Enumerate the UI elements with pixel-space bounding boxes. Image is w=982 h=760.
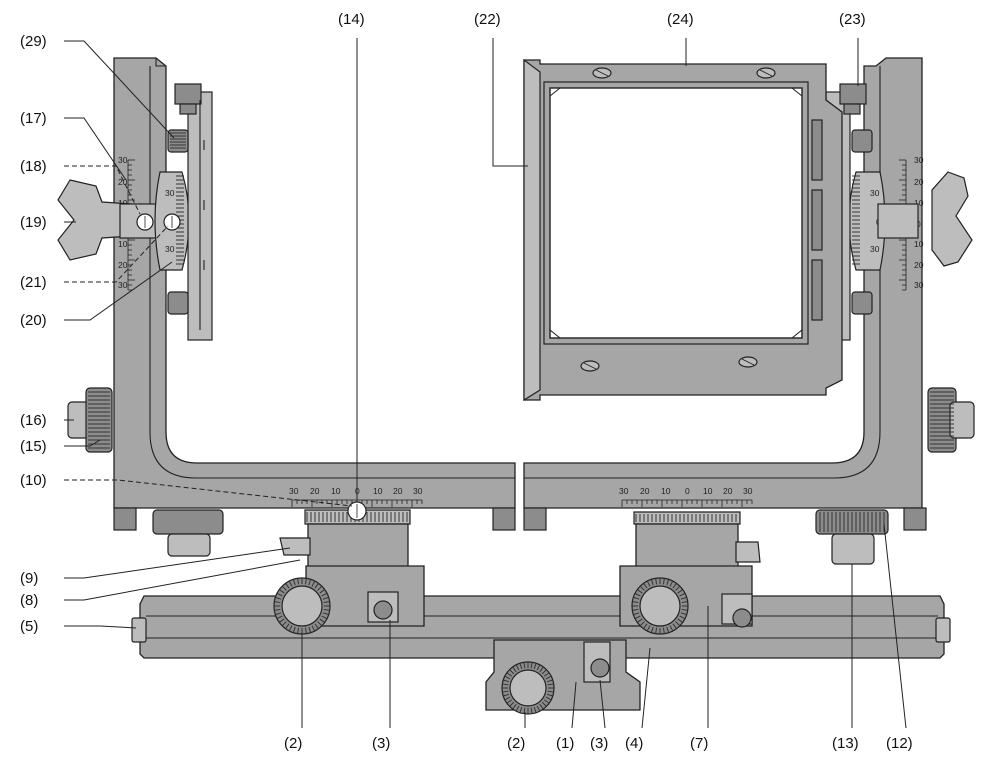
shift-scale-label: 30	[289, 486, 299, 496]
callout-20: (20)	[20, 312, 47, 329]
shift-scale-label: 30	[743, 486, 753, 496]
scale-label: 10	[914, 239, 924, 249]
shift-scale-label: 20	[723, 486, 733, 496]
right-rail-clamp	[619, 565, 753, 635]
small-knob-upper-left[interactable]	[167, 129, 189, 153]
right-swing-base: 30 0 30	[633, 511, 761, 575]
small-knob-upper-right[interactable]	[851, 129, 873, 153]
callout-22: (22)	[474, 11, 501, 28]
callout-5: (5)	[20, 618, 38, 635]
scale-label: 20	[914, 260, 924, 270]
shift-scale-label: 0	[685, 486, 690, 496]
shift-scale-label: 30	[413, 486, 423, 496]
left-lower-knob[interactable]	[152, 509, 224, 557]
callout-23: (23)	[839, 11, 866, 28]
callout-9: (9)	[20, 570, 38, 587]
shift-scale-label: 10	[331, 486, 341, 496]
callout-17: (17)	[20, 110, 47, 127]
scale-label: 30	[118, 155, 128, 165]
callout-4: (4)	[625, 735, 643, 752]
scale-label: 30	[914, 280, 924, 290]
left-standard: 30 20 10 0 10 20 30 30 0 30	[57, 57, 516, 575]
shift-scale-label: 10	[703, 486, 713, 496]
callout-14: (14)	[338, 11, 365, 28]
left-lens-plate	[174, 83, 213, 341]
back-screw	[580, 67, 776, 372]
callout-18: (18)	[20, 158, 47, 175]
callout-3: (3)	[590, 735, 608, 752]
tilt-scale-label: 30	[870, 244, 880, 254]
focusing-screen	[549, 87, 803, 339]
callout-12: (12)	[886, 735, 913, 752]
rise-knob-left[interactable]	[67, 387, 113, 453]
callout-21: (21)	[20, 274, 47, 291]
callout-24: (24)	[667, 11, 694, 28]
swing-lock-lever-right[interactable]	[735, 541, 761, 563]
callout-29: (29)	[20, 33, 47, 50]
scale-label: 30	[914, 155, 924, 165]
left-standard-frame	[113, 57, 516, 509]
shift-scale-label: 20	[640, 486, 650, 496]
callout-16: (16)	[20, 412, 47, 429]
scale-label: 20	[914, 177, 924, 187]
leader-lines	[64, 38, 907, 729]
callout-13: (13)	[832, 735, 859, 752]
callout-10: (10)	[20, 472, 47, 489]
callout-labels: (29) (17) (18) (19) (21) (20) (16) (15) …	[20, 11, 913, 752]
shift-scale-label: 10	[373, 486, 383, 496]
ground-glass-back	[523, 58, 843, 402]
swing-lock-lever-left[interactable]	[279, 537, 311, 556]
callout-2: (2)	[284, 735, 302, 752]
scale-label: 20	[118, 260, 128, 270]
left-swing-base: 30 0 30	[279, 509, 411, 575]
right-shift-scale: 30 20 10 0 10 20 30	[619, 486, 753, 507]
callout-19: (19)	[20, 214, 47, 231]
left-rail-clamp	[273, 565, 425, 635]
center-rail-clamp	[485, 639, 641, 715]
callout-2: (2)	[507, 735, 525, 752]
tilt-scale-label: 30	[870, 188, 880, 198]
callout-15: (15)	[20, 438, 47, 455]
scale-label: 10	[914, 198, 924, 208]
tilt-scale-label: 30	[165, 188, 175, 198]
callout-8: (8)	[20, 592, 38, 609]
shift-scale-label: 30	[619, 486, 629, 496]
scale-label: 30	[118, 280, 128, 290]
callout-1: (1)	[556, 735, 574, 752]
shift-scale-label: 10	[661, 486, 671, 496]
callout-7: (7)	[690, 735, 708, 752]
tilt-knob-right[interactable]	[877, 171, 973, 267]
callout-3: (3)	[372, 735, 390, 752]
small-knob-lower-right[interactable]	[851, 291, 873, 315]
right-lower-knob[interactable]	[815, 509, 889, 565]
scale-label: 10	[118, 239, 128, 249]
scale-label: 20	[118, 177, 128, 187]
tilt-scale-label: 30	[165, 244, 175, 254]
shift-scale-label: 20	[393, 486, 403, 496]
shift-scale-label: 20	[310, 486, 320, 496]
rise-knob-right[interactable]	[927, 387, 975, 453]
small-knob-lower-left[interactable]	[167, 291, 189, 315]
